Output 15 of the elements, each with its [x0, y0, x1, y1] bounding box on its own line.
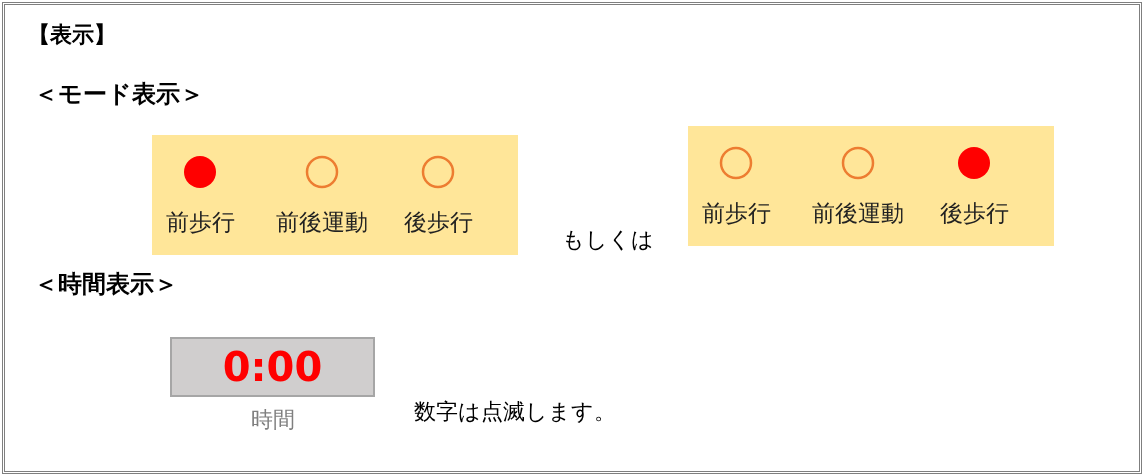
lamp-label: 前後運動: [812, 199, 904, 228]
indicator-panel: [688, 126, 1054, 246]
lamp-label: 前後運動: [276, 208, 368, 237]
section-heading: ＜モード表示＞: [34, 79, 204, 110]
note-text: 数字は点滅します。: [414, 398, 616, 426]
lamp-label: 前歩行: [165, 208, 235, 237]
heading: 【表示】: [28, 21, 116, 49]
indicator-panel: [152, 135, 518, 255]
time-display: 0:00: [170, 337, 375, 397]
note-text: もしくは: [562, 226, 654, 254]
lamp-label: 前歩行: [701, 199, 771, 228]
lamp-label: 後歩行: [403, 208, 473, 237]
section-heading: ＜時間表示＞: [34, 269, 178, 300]
display-caption: 時間: [250, 406, 295, 434]
lamp-label: 後歩行: [939, 199, 1009, 228]
